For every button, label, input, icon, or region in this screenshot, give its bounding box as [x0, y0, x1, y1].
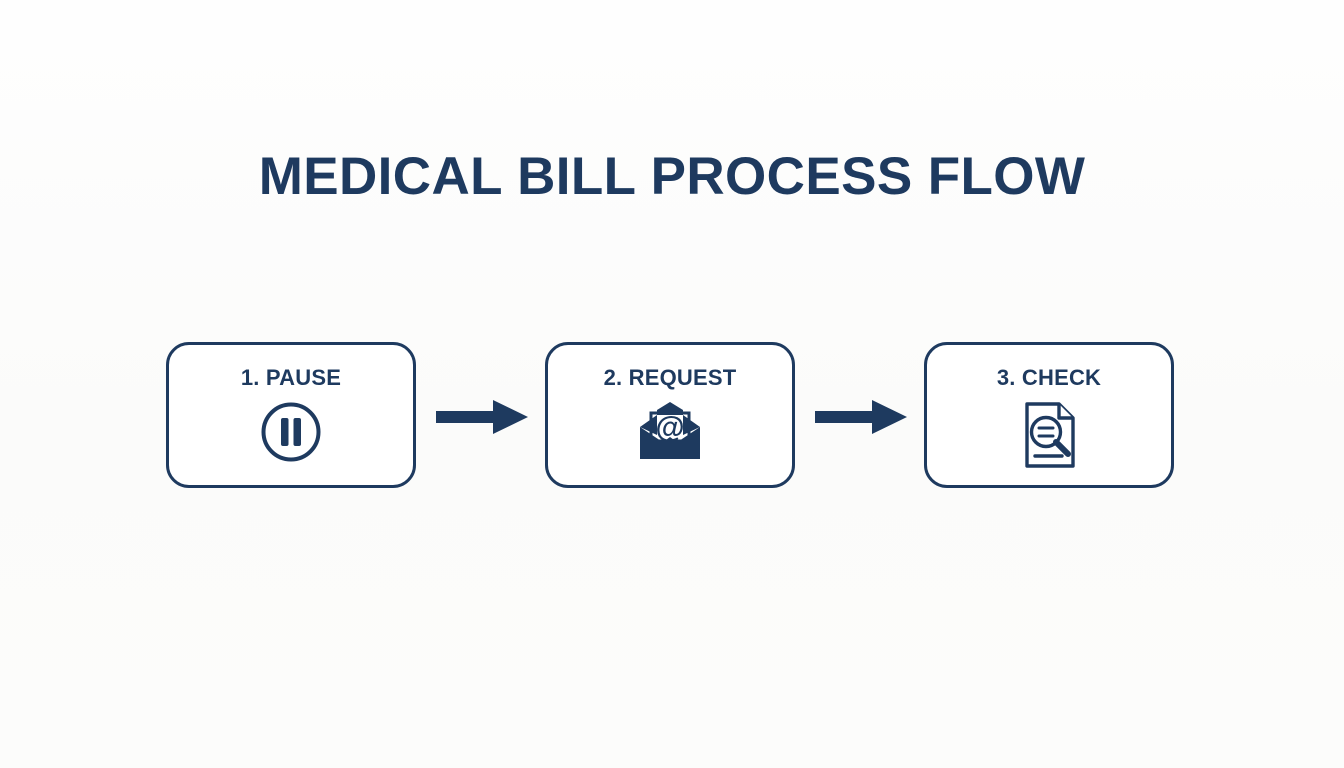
document-magnifier-icon [927, 401, 1171, 475]
process-step-2-label: 2. REQUEST [603, 365, 737, 390]
process-step-3-label: 3. CHECK [996, 365, 1102, 390]
process-step-1[interactable]: 1. PAUSE [166, 342, 416, 488]
email-envelope-icon: @ [548, 401, 792, 475]
process-flow-diagram: 1. PAUSE 2. REQUEST [166, 342, 1174, 488]
pause-circle-icon [169, 401, 413, 475]
page-title: MEDICAL BILL PROCESS FLOW [258, 147, 1086, 206]
process-step-3[interactable]: 3. CHECK [924, 342, 1174, 488]
process-step-2[interactable]: 2. REQUEST @ [545, 342, 795, 488]
arrow-right-icon-2 [815, 400, 907, 434]
process-step-1-label: 1. PAUSE [240, 365, 342, 390]
arrow-right-icon-1 [436, 400, 528, 434]
